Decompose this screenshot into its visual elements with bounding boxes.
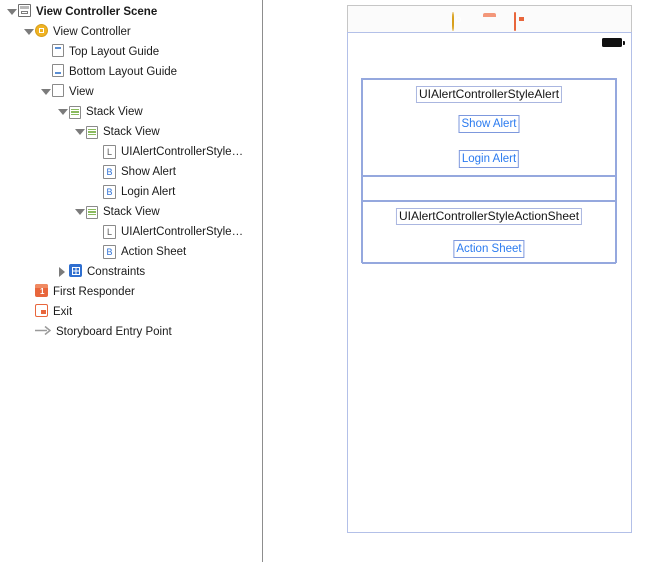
bottom-layout-guide-icon [52,64,64,80]
dock-first-responder-icon[interactable] [483,13,496,26]
outline-row-label: First Responder [53,286,135,298]
entry-point-icon [35,324,51,340]
exit-icon [35,304,48,320]
outline-row[interactable]: B Login Alert [0,182,175,202]
alert-style-label: UIAlertControllerStyleAlert [415,86,563,103]
disclosure-spacer [91,182,101,202]
outline-row-label: Stack View [103,126,160,138]
action-sheet-button[interactable]: Action Sheet [453,240,525,258]
label-icon: L [103,225,116,239]
label-icon: L [103,145,116,159]
panel-divider[interactable] [262,0,263,562]
outline-row-label: UIAlertControllerStyle… [121,146,244,158]
outline-row[interactable]: Exit [0,302,72,322]
outline-row-label: View Controller [53,26,131,38]
disclosure-spacer [23,282,33,302]
chevron-down-icon[interactable] [40,82,51,102]
root-view[interactable]: UIAlertControllerStyleAlert Show Alert L… [347,32,632,533]
first-responder-icon [35,284,48,300]
outer-stack-view[interactable]: UIAlertControllerStyleAlert Show Alert L… [361,78,617,264]
disclosure-spacer [40,62,50,82]
outline-row[interactable]: Top Layout Guide [0,42,159,62]
disclosure-spacer [23,322,33,342]
button-icon: B [103,245,116,259]
top-layout-guide-icon [52,44,64,60]
outline-row[interactable]: Stack View [0,202,160,222]
scene-icon [18,4,31,20]
inner-stack-view-alert[interactable]: UIAlertControllerStyleAlert Show Alert L… [362,79,616,176]
outline-row-label: Stack View [86,106,143,118]
outline-row-label: Show Alert [121,166,176,178]
view-controller-icon [35,24,48,40]
outline-row[interactable]: Storyboard Entry Point [0,322,172,342]
stack-spacer [362,176,616,201]
outline-row-label: Storyboard Entry Point [56,326,172,338]
outline-row-label: Bottom Layout Guide [69,66,178,78]
show-alert-button[interactable]: Show Alert [458,115,520,133]
button-icon: B [103,165,116,179]
battery-icon [602,38,625,47]
outline-row-label: Stack View [103,206,160,218]
outline-row[interactable]: View Controller [0,22,131,42]
outline-row[interactable]: Stack View [0,102,143,122]
outline-row-label: Exit [53,306,73,318]
outline-row[interactable]: View Controller Scene [0,2,157,22]
scene-dock[interactable] [347,5,632,33]
dock-view-controller-icon[interactable] [452,12,465,31]
login-alert-button[interactable]: Login Alert [458,150,520,168]
chevron-down-icon[interactable] [6,2,17,22]
outline-row-label: Constraints [87,266,146,278]
outline-row[interactable]: Stack View [0,122,160,142]
stack-view-icon [86,125,98,139]
disclosure-spacer [91,142,101,162]
chevron-right-icon[interactable] [57,262,67,282]
chevron-down-icon[interactable] [74,202,85,222]
view-icon [52,84,64,100]
outline-row[interactable]: View [0,82,94,102]
outline-row[interactable]: L UIAlertControllerStyle… [0,142,243,162]
constraints-icon [69,264,82,280]
outline-row-label: Login Alert [121,186,176,198]
outline-row[interactable]: B Action Sheet [0,242,186,262]
outline-row-label: Action Sheet [121,246,187,258]
chevron-down-icon[interactable] [23,22,34,42]
storyboard-canvas: UIAlertControllerStyleAlert Show Alert L… [262,0,670,562]
disclosure-spacer [23,302,33,322]
stack-view-icon [69,105,81,119]
disclosure-spacer [91,242,101,262]
outline-row-label: Top Layout Guide [69,46,160,58]
stack-view-icon [86,205,98,219]
outline-row[interactable]: B Show Alert [0,162,176,182]
chevron-down-icon[interactable] [57,102,68,122]
outline-row[interactable]: Bottom Layout Guide [0,62,177,82]
chevron-down-icon[interactable] [74,122,85,142]
outline-row[interactable]: L UIAlertControllerStyle… [0,222,243,242]
button-icon: B [103,185,116,199]
outline-row-label: UIAlertControllerStyle… [121,226,244,238]
inner-stack-view-action-sheet[interactable]: UIAlertControllerStyleActionSheet Action… [362,201,616,264]
outline-row[interactable]: First Responder [0,282,135,302]
outline-row[interactable]: Constraints [0,262,145,282]
disclosure-spacer [40,42,50,62]
outline-row-label: View Controller Scene [36,6,158,18]
action-sheet-style-label: UIAlertControllerStyleActionSheet [395,208,583,225]
disclosure-spacer [91,222,101,242]
dock-exit-icon[interactable] [514,12,527,31]
outline-row-label: View [69,86,94,98]
disclosure-spacer [91,162,101,182]
